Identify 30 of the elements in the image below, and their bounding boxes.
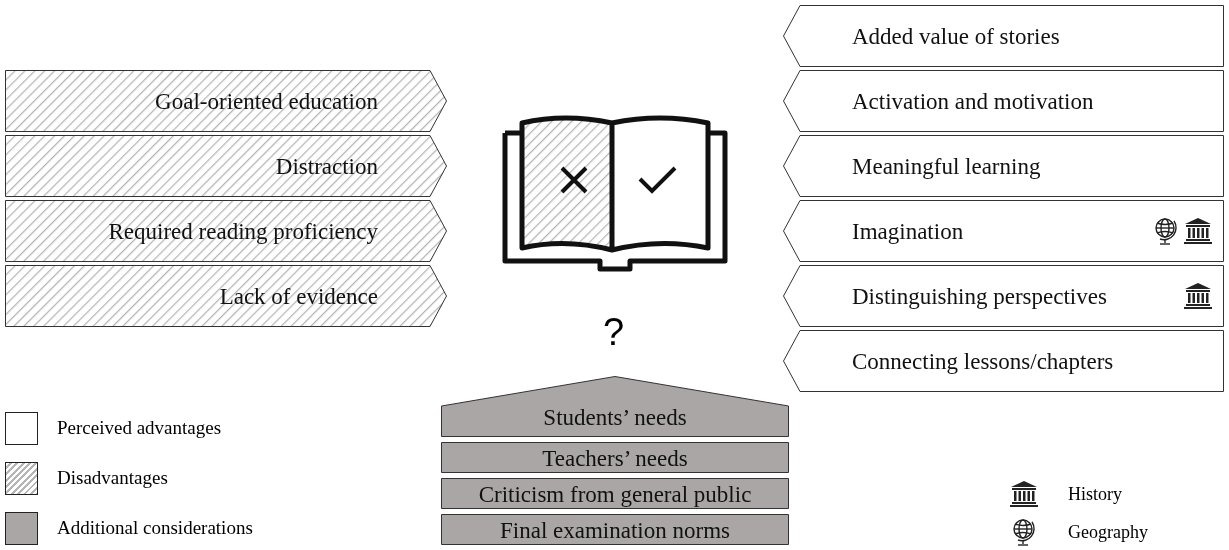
node-text: Required reading proficiency: [108, 220, 378, 243]
legend-label: Perceived advantages: [57, 418, 222, 437]
node-text: Students’ needs: [542, 406, 688, 429]
stacked-box: [441, 442, 789, 473]
node-text: Final examination norms: [499, 519, 731, 542]
node-text: Connecting lessons/chapters: [852, 350, 1114, 373]
chevron-box: [783, 135, 1224, 197]
legend-label: History: [1068, 485, 1122, 503]
node-text: Activation and motivation: [852, 90, 1094, 113]
node-text: Criticism from general public: [477, 483, 753, 506]
chevron-box: [783, 330, 1224, 392]
node-text: Distinguishing perspectives: [852, 285, 1107, 308]
node-text: Teachers’ needs: [541, 447, 689, 470]
legend-label: Disadvantages: [57, 468, 168, 487]
node-text: Lack of evidence: [219, 285, 378, 308]
chevron-box: [783, 70, 1224, 132]
legend-label: Geography: [1068, 523, 1148, 541]
node-text: Goal-oriented education: [155, 90, 378, 113]
node-text: Added value of stories: [852, 25, 1060, 48]
chevron-box: [783, 5, 1224, 67]
node-text: Meaningful learning: [852, 155, 1041, 178]
stacked-box: [441, 514, 789, 545]
house-roof-box: [441, 376, 789, 437]
chevron-box: [783, 265, 1224, 327]
legend-label: Additional considerations: [57, 518, 253, 537]
question-mark: ?: [603, 313, 625, 351]
node-text: Distraction: [275, 155, 378, 178]
chevron-box: [783, 200, 1224, 262]
node-text: Imagination: [852, 220, 964, 243]
stacked-box: [441, 478, 789, 509]
